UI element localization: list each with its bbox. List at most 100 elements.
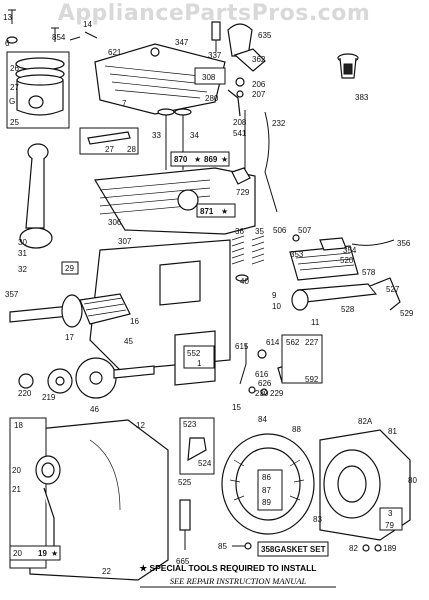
label-82a: 82A [358, 417, 373, 426]
nut-82 [362, 544, 382, 552]
label-89: 89 [262, 498, 271, 507]
label-81: 81 [388, 427, 397, 436]
label-280: 280 [205, 94, 219, 103]
box-29 [61, 261, 79, 275]
label-592: 592 [305, 375, 319, 384]
spark-plug [211, 21, 221, 52]
label-33: 33 [152, 131, 161, 140]
label-21: 21 [12, 485, 21, 494]
special-tools-note: ★ SPECIAL TOOLS REQUIRED TO INSTALL [139, 563, 316, 573]
label-616: 616 [255, 370, 269, 379]
label-854: 854 [52, 33, 66, 42]
label-362: 362 [252, 55, 266, 64]
label-6: 6 [5, 39, 10, 48]
label-207: 207 [252, 90, 266, 99]
label-206: 206 [252, 80, 266, 89]
label-357: 357 [5, 290, 19, 299]
label-28: 28 [127, 145, 136, 154]
box-86-89 [257, 469, 283, 511]
gasket-set-box [257, 541, 329, 557]
label-g: G [9, 97, 15, 106]
bolt-85 [232, 542, 252, 550]
dipstick-tube [179, 499, 191, 550]
label-665: 665 [176, 557, 190, 566]
label-227: 227 [305, 338, 319, 347]
label-18: 18 [14, 421, 23, 430]
label-22: 22 [102, 567, 111, 576]
label-34: 34 [190, 131, 199, 140]
label-80: 80 [408, 476, 417, 485]
label-189: 189 [383, 544, 397, 553]
breather-part [233, 48, 266, 72]
star-871: ★ [221, 207, 228, 216]
crankshaft [9, 293, 131, 328]
piston-ring-set [6, 51, 70, 129]
box-562-592 [281, 334, 323, 384]
label-230: 230 [255, 389, 269, 398]
box-552 [183, 345, 215, 369]
box-3-79 [379, 507, 403, 531]
label-229: 229 [270, 389, 284, 398]
label-45: 45 [124, 337, 133, 346]
label-308: 308 [202, 73, 216, 82]
camshaft-gear [75, 357, 155, 399]
label-232: 232 [272, 119, 286, 128]
star-870: ★ [194, 155, 201, 164]
label-83: 83 [313, 515, 322, 524]
label-31: 31 [18, 249, 27, 258]
label-88: 88 [292, 425, 301, 434]
label-729: 729 [236, 188, 250, 197]
label-30: 30 [18, 238, 27, 247]
label-13: 13 [3, 13, 12, 22]
label-35: 35 [255, 227, 264, 236]
label-626: 626 [258, 379, 272, 388]
label-871: 871 [200, 207, 214, 216]
label-82: 82 [349, 544, 358, 553]
label-85: 85 [218, 542, 227, 551]
label-20: 20 [12, 466, 21, 475]
label-621: 621 [108, 48, 122, 57]
label-36: 36 [235, 227, 244, 236]
label-523: 523 [183, 420, 197, 429]
cup-part-383 [337, 53, 359, 79]
label-25: 25 [10, 118, 19, 127]
label-32: 32 [18, 265, 27, 274]
label-337: 337 [208, 51, 222, 60]
label-84: 84 [258, 415, 267, 424]
label-17: 17 [65, 333, 74, 342]
label-507: 507 [298, 226, 312, 235]
gasket-set-label: 358GASKET SET [261, 545, 326, 554]
label-27-pin: 27 [105, 145, 114, 154]
label-10: 10 [272, 302, 281, 311]
label-306: 306 [108, 218, 122, 227]
label-353: 353 [290, 250, 304, 259]
label-79: 79 [385, 521, 394, 530]
label-869: 869 [204, 155, 218, 164]
label-208: 208 [233, 118, 247, 127]
label-86: 86 [262, 473, 271, 482]
label-12: 12 [136, 421, 145, 430]
screw-parts-top-left [6, 9, 98, 44]
label-16: 16 [130, 317, 139, 326]
label-525: 525 [178, 478, 192, 487]
label-3: 3 [388, 509, 393, 518]
label-40: 40 [240, 277, 249, 286]
label-541: 541 [233, 129, 247, 138]
label-529: 529 [400, 309, 414, 318]
label-614: 614 [266, 338, 280, 347]
part-729 [231, 167, 251, 185]
label-356: 356 [397, 239, 411, 248]
label-527: 527 [386, 285, 400, 294]
box-20-19 [9, 545, 61, 561]
repair-manual-note: SEE REPAIR INSTRUCTION MANUAL [170, 576, 307, 586]
gear-219 [18, 368, 73, 394]
label-383: 383 [355, 93, 369, 102]
label-552: 552 [187, 349, 201, 358]
label-354: 354 [343, 246, 357, 255]
label-1: 1 [197, 359, 202, 368]
label-220: 220 [18, 389, 32, 398]
label-14: 14 [83, 20, 92, 29]
label-11: 11 [311, 318, 320, 327]
crankcase-cover [9, 417, 169, 581]
